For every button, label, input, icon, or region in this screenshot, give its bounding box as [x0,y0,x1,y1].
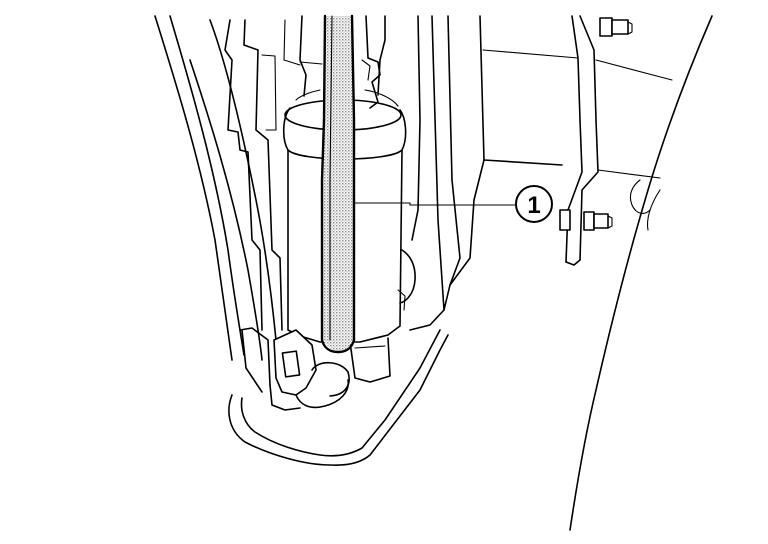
fender-panel-right [569,15,713,531]
callout-leader [353,202,518,206]
reservoir-housing [377,15,579,331]
part-1-hose [320,14,356,354]
callout-label: 1 [527,192,540,219]
upper-fittings [299,15,381,109]
bolt-upper [599,17,633,37]
callout-circle [515,185,553,223]
callout-1: 1 [353,185,553,223]
mounting-bracket-right [565,15,673,266]
pump-connector [239,327,391,411]
bolt-lower [559,209,613,231]
fender-panel-left [154,15,277,361]
inner-bracket [224,19,301,331]
hose-fill [322,16,354,350]
bottom-tray [228,329,449,466]
